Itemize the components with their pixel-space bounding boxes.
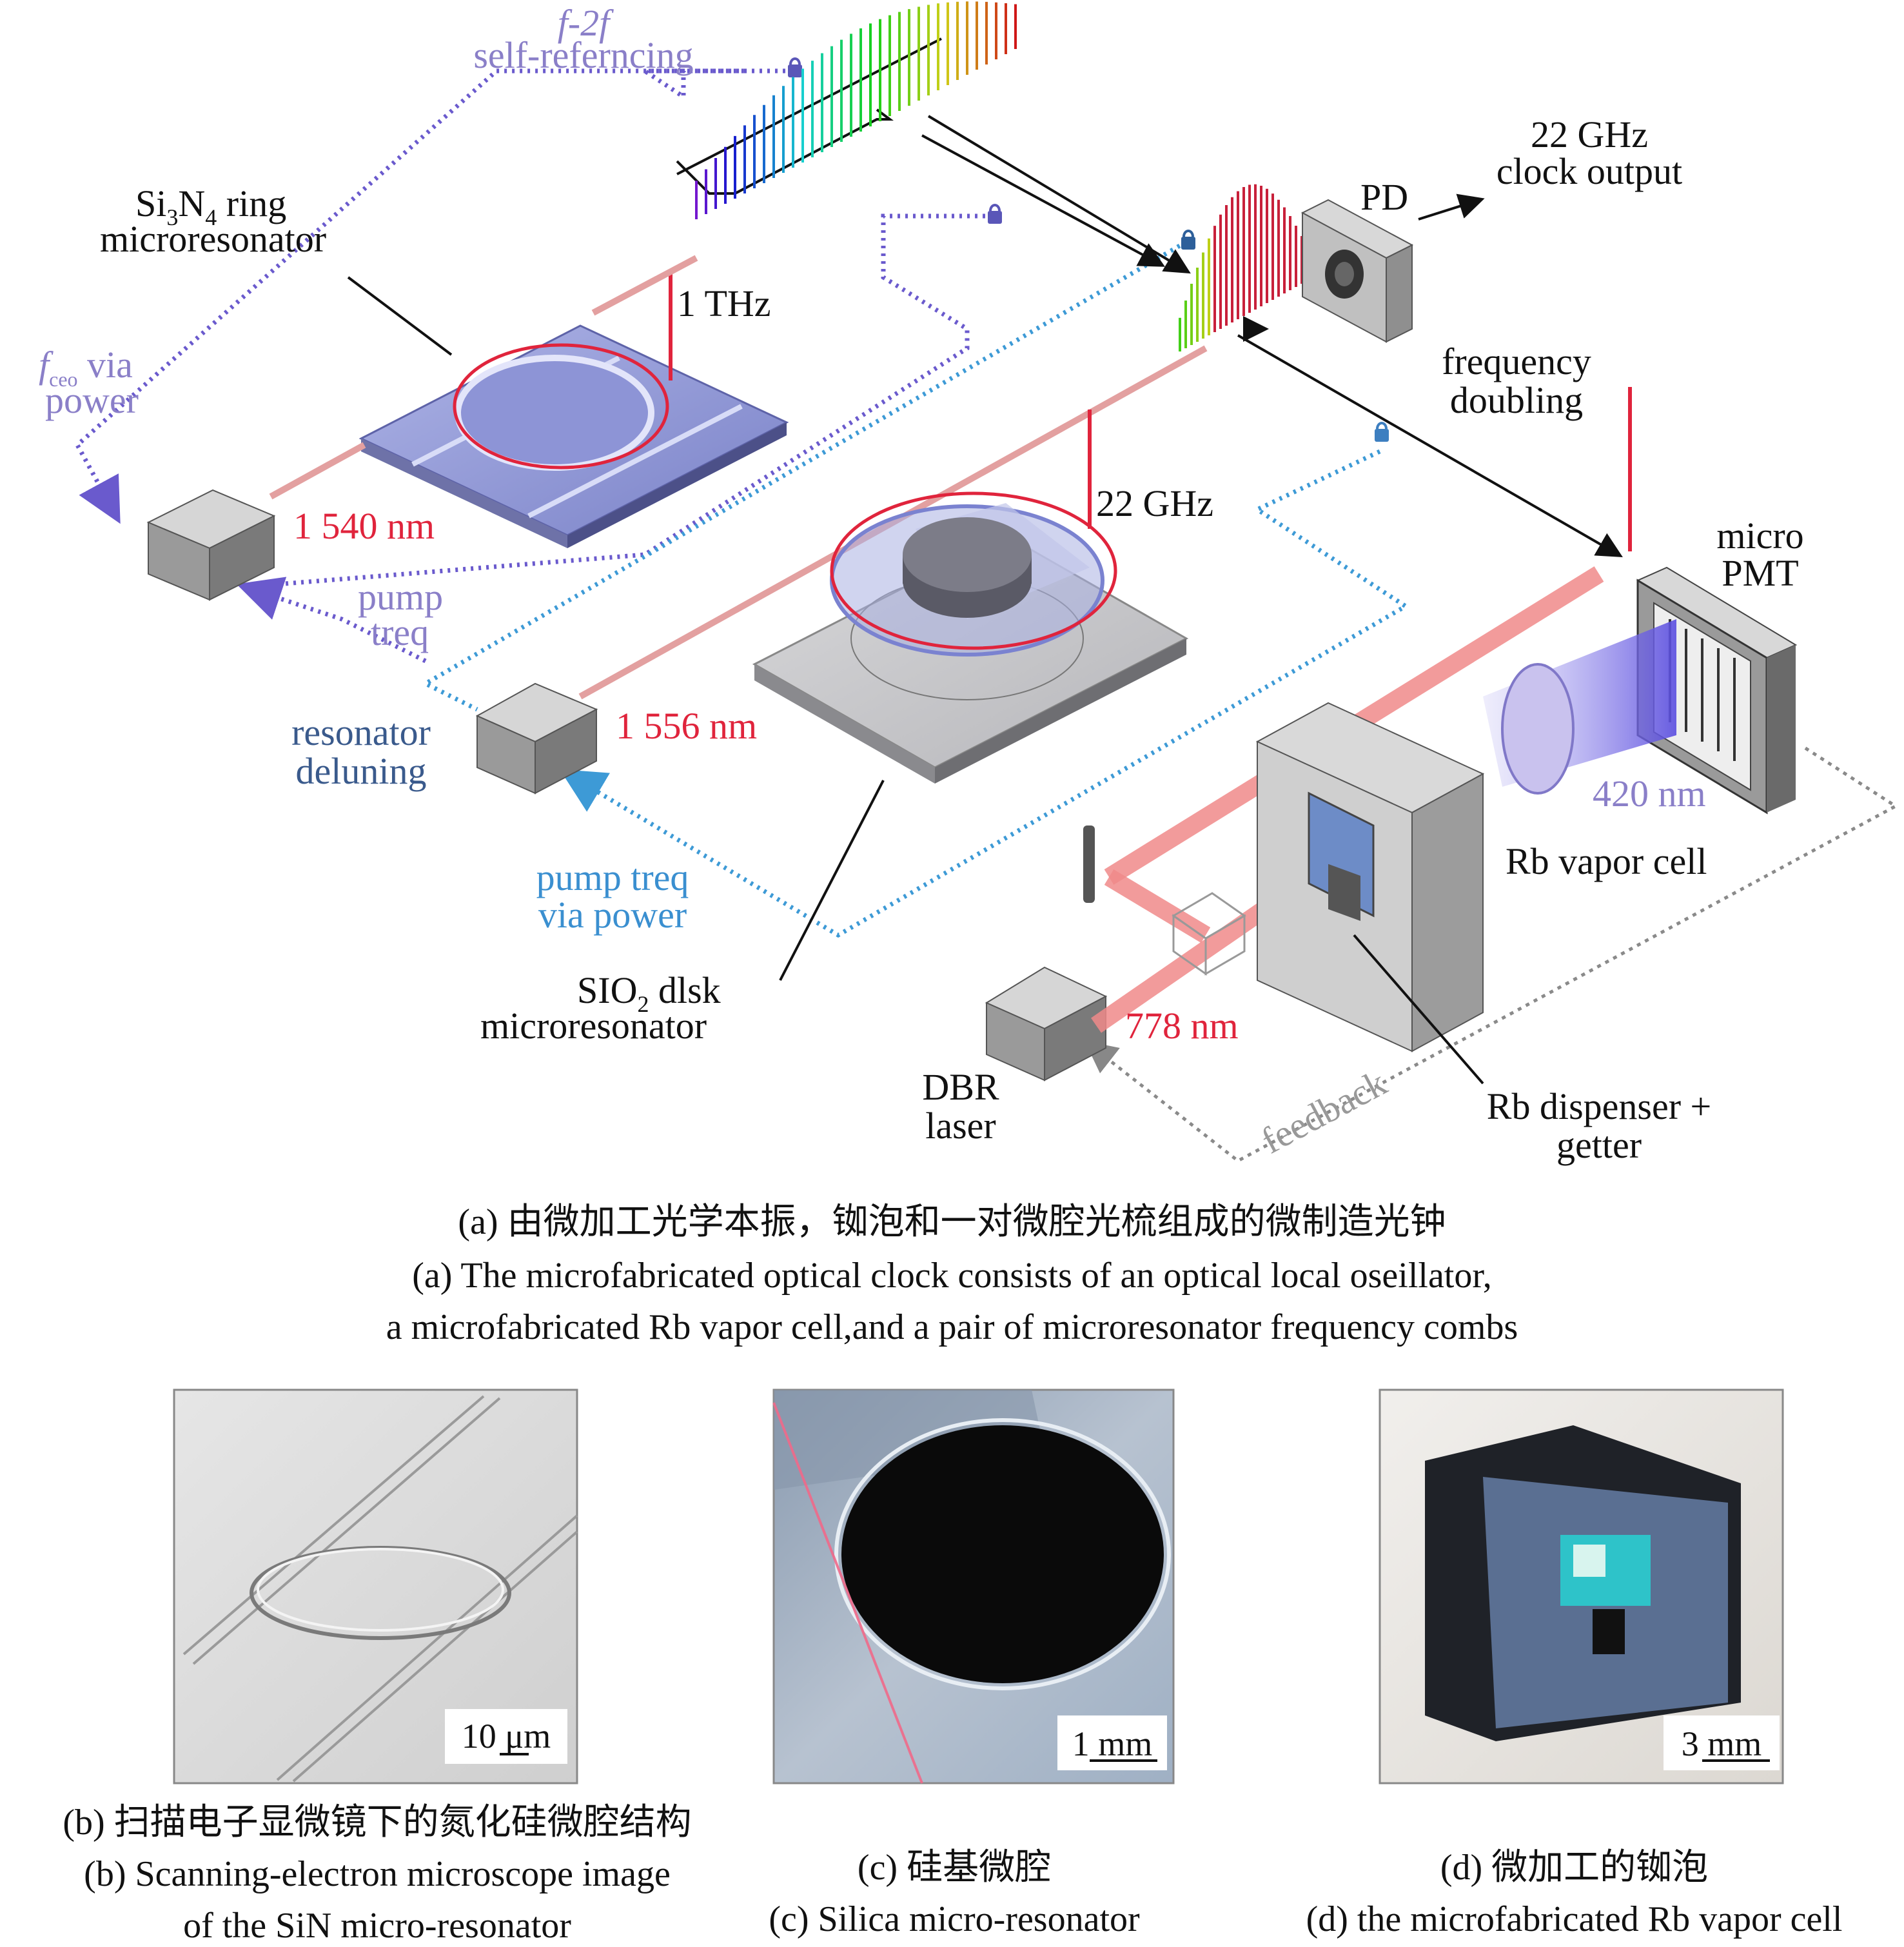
lock-icon — [988, 204, 1002, 224]
dbr-laser-box — [985, 966, 1108, 1082]
resonator-detuning-label: deluning — [296, 750, 427, 792]
fiber-1540 — [269, 255, 698, 500]
resonator-detuning-label: resonator — [291, 711, 431, 753]
dbr-laser-label: laser — [925, 1105, 996, 1147]
clock-output-label: 22 GHz — [1531, 114, 1648, 155]
rb-vapor-cell — [1255, 702, 1485, 1053]
caption-a-cn: (a) 由微加工光学本振，铷泡和一对微腔光梳组成的微制造光钟 — [458, 1202, 1446, 1242]
violet-ceo-loop — [74, 68, 993, 664]
caption-a-en1: (a) The microfabricated optical clock co… — [412, 1256, 1492, 1296]
pump-treq-power-label: pump treq — [536, 856, 689, 898]
pump-laser-1556 — [475, 682, 598, 795]
wavelength-1556: 1 556 nm — [616, 705, 757, 747]
caption-b-en1: (b) Scanning-electron microscope image — [84, 1854, 671, 1894]
caption-d-cn: (d) 微加工的铷泡 — [1440, 1848, 1709, 1888]
photo-c-silica: 1 mm — [772, 1389, 1175, 1784]
f2f-arrows — [347, 37, 1623, 557]
lock-icon — [788, 57, 802, 77]
diagram-pointers — [779, 780, 885, 981]
pump-laser-1540 — [146, 489, 276, 601]
scale-bar-c: 1 mm — [1072, 1725, 1153, 1763]
lower-frequency-comb — [1179, 184, 1303, 351]
scale-bar-b: 10 μm — [462, 1717, 551, 1755]
caption-b-cn: (b) 扫描电子显微镜下的氮化硅微腔结构 — [63, 1803, 692, 1843]
pump-treq-power-label: via power — [538, 894, 687, 936]
scale-bar-d: 3 mm — [1682, 1725, 1762, 1763]
si3n4-label: microresonator — [100, 218, 326, 260]
pump-treq-label: pump — [358, 576, 443, 618]
sio2-disk-label: SIO2 dlsk — [577, 969, 721, 1017]
wavelength-778: 778 nm — [1125, 1005, 1239, 1047]
caption-c-cn: (c) 硅基微腔 — [857, 1848, 1052, 1888]
photo-d-rb-cell: 3 mm — [1379, 1389, 1784, 1784]
ghz22-label: 22 GHz — [1096, 482, 1213, 524]
freq-doubling-label: doubling — [1450, 379, 1583, 421]
mirror — [1083, 825, 1095, 903]
feedback-label: feedback — [1255, 1062, 1393, 1162]
feedback-loop — [1084, 746, 1899, 1163]
rb-dispenser-label: Rb dispenser + — [1487, 1085, 1711, 1127]
fceo-label: power — [45, 379, 139, 421]
micro-pmt-label: micro — [1716, 515, 1803, 557]
photodetector — [1300, 199, 1414, 343]
lock-icon — [1375, 422, 1389, 442]
caption-b-en2: of the SiN micro-resonator — [183, 1906, 571, 1946]
pd-label: PD — [1360, 176, 1408, 218]
caption-a-en2: a microfabricated Rb vapor cell,and a pa… — [386, 1307, 1518, 1347]
beam-splitter-cube — [1172, 892, 1246, 976]
dbr-laser-label: DBR — [922, 1066, 999, 1108]
si3n4-label: Si3N4 ring — [135, 183, 286, 230]
wavelength-1540: 1 540 nm — [293, 505, 435, 547]
rb-dispenser-label: getter — [1556, 1124, 1642, 1166]
pump-treq-label: treq — [371, 611, 429, 653]
sio2-disk-label: microresonator — [480, 1005, 707, 1047]
photo-b-sem: 10 μm — [173, 1389, 578, 1784]
one-thz-label: 1 THz — [677, 282, 771, 324]
sio2-disk-chip — [752, 410, 1189, 784]
f2f-label: self-referncing — [473, 34, 693, 76]
wavelength-420: 420 nm — [1593, 773, 1706, 815]
rb-dispenser-pointer — [1353, 934, 1484, 1085]
micro-pmt-label: PMT — [1722, 552, 1798, 594]
caption-d-en: (d) the microfabricated Rb vapor cell — [1306, 1899, 1843, 1939]
freq-doubling-label: frequency — [1442, 341, 1591, 382]
upper-frequency-comb — [695, 1, 1017, 219]
rb-vapor-cell-label: Rb vapor cell — [1506, 840, 1707, 882]
si3n4-ring-chip — [358, 271, 789, 548]
fluorescence-cone — [1483, 619, 1676, 795]
caption-c-en: (c) Silica micro-resonator — [769, 1899, 1140, 1939]
clock-output-label: clock output — [1497, 150, 1682, 192]
lock-icon — [1181, 230, 1195, 250]
f2f-label: f-2f — [558, 2, 614, 44]
